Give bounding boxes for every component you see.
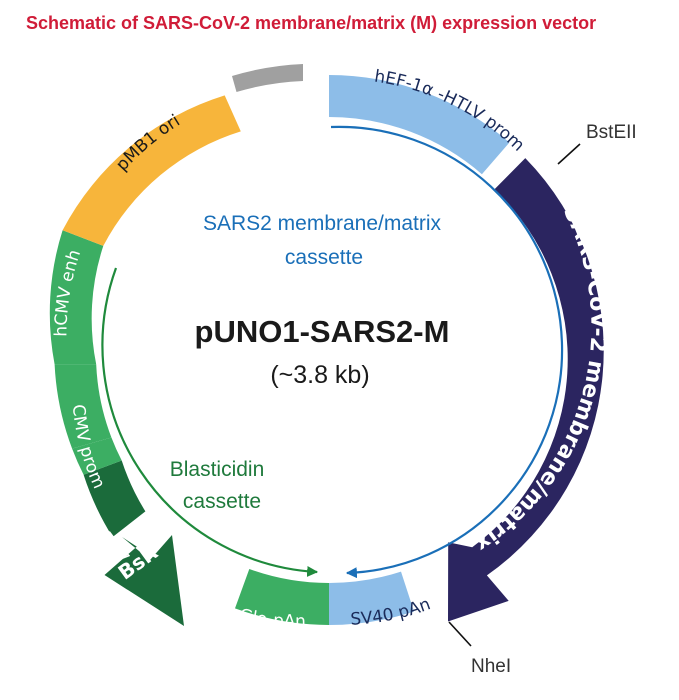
site-bsteii: BstEII	[586, 122, 637, 143]
plasmid-name: pUNO1-SARS2-M	[195, 314, 450, 349]
figure-title: Schematic of SARS-CoV-2 membrane/matrix …	[26, 13, 596, 33]
m-cassette-line1: SARS2 membrane/matrix	[203, 212, 442, 235]
bsr-cassette-line1: Blasticidin	[170, 458, 265, 481]
segment-bsr-body	[83, 460, 146, 537]
segment-globin	[235, 569, 329, 625]
bsr-cassette-arrow	[101, 267, 319, 577]
plasmid-size: (~3.8 kb)	[270, 361, 369, 389]
segment-ori	[62, 95, 241, 246]
m-cassette-line2: cassette	[285, 246, 363, 269]
segment-spacer	[232, 64, 303, 92]
segment-cmv-enh	[49, 230, 104, 365]
segment-bsr-arrow	[104, 535, 184, 626]
bsr-cassette-line2: cassette	[183, 490, 261, 513]
segment-cmv-prom	[54, 364, 112, 449]
segment-gene-arrow	[448, 158, 604, 622]
bsteii-tick	[557, 143, 581, 165]
site-nhei: NheI	[471, 656, 511, 677]
segment-em7	[72, 437, 122, 475]
segment-sv40	[329, 571, 414, 625]
segment-promoter	[329, 75, 510, 175]
nhei-tick	[448, 621, 472, 647]
m-cassette-arrow	[330, 125, 564, 579]
